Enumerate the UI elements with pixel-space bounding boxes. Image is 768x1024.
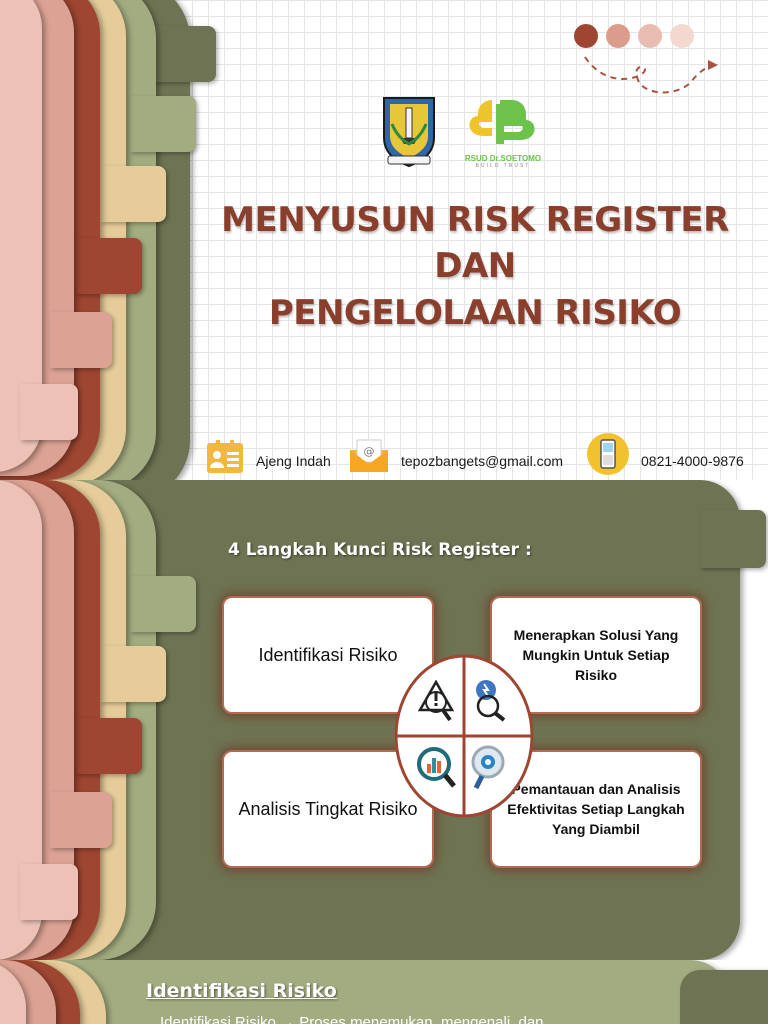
slide-title-line-3: PENGELOLAAN RISIKO <box>268 293 682 333</box>
tab-tan-2 <box>100 646 166 702</box>
slide-title-line-2: DAN <box>434 246 516 286</box>
warning-magnifier-icon <box>417 680 455 722</box>
tab-olive <box>150 26 216 82</box>
slide-title: RSUD Dr.SOETOMO BUILD TRUST MENYUSUN RIS… <box>0 0 768 480</box>
bulb-magnifier-icon <box>476 680 506 722</box>
east-java-emblem-icon <box>383 97 435 168</box>
slide-title-line-1: MENYUSUN RISK REGISTER <box>221 200 729 240</box>
sage-panel <box>0 960 730 1024</box>
contact-email[interactable]: tepozbangets@gmail.com <box>401 453 564 469</box>
card-analisis-tingkat-risiko: Analisis Tingkat Risiko <box>222 750 434 868</box>
identifikasi-heading: Identifikasi Risiko <box>146 980 337 1002</box>
steps-circle <box>394 654 534 818</box>
tab-sage <box>130 96 196 152</box>
rsud-logo-name: RSUD Dr.SOETOMO <box>464 154 542 163</box>
tab-sage-2 <box>130 576 196 632</box>
rsud-soetomo-logo-icon <box>469 100 535 144</box>
card-menerapkan-solusi: Menerapkan Solusi Yang Mungkin Untuk Set… <box>490 596 702 714</box>
tab-rust <box>76 238 142 294</box>
mobile-phone-icon <box>587 433 629 475</box>
eye-magnifier-icon <box>471 745 505 790</box>
dashed-arrow-icon <box>584 56 718 94</box>
svg-text:@: @ <box>364 445 375 458</box>
contact-name: Ajeng Indah <box>256 453 331 469</box>
card-pemantauan-analisis: Pemantauan dan Analisis Efektivitas Seti… <box>490 750 702 868</box>
slide-key-steps: 4 Langkah Kunci Risk Register : Identifi… <box>0 480 768 960</box>
key-steps-heading: 4 Langkah Kunci Risk Register : <box>228 540 532 560</box>
tab-salmon-2 <box>50 792 112 848</box>
tab-blush-2 <box>20 864 78 920</box>
contact-card-icon <box>207 440 243 473</box>
tab-salmon <box>50 312 112 368</box>
tab-rust-2 <box>76 718 142 774</box>
rsud-logo-text: RSUD Dr.SOETOMO BUILD TRUST <box>462 154 544 169</box>
identifikasi-text: Identifikasi Risiko → Proses menemukan, … <box>160 1014 544 1024</box>
chart-magnifier-icon <box>417 747 456 788</box>
contact-phone[interactable]: 0821-4000-9876 <box>641 453 744 469</box>
tab-blush <box>20 384 78 440</box>
rsud-logo-tagline: BUILD TRUST <box>475 163 531 169</box>
slide-identifikasi: Identifikasi Risiko Identifikasi Risiko … <box>0 960 768 1024</box>
olive-edge <box>680 970 768 1024</box>
email-envelope-icon: @ <box>350 439 388 472</box>
tab-olive-right <box>700 510 766 568</box>
tab-tan <box>100 166 166 222</box>
card-identifikasi-risiko: Identifikasi Risiko <box>222 596 434 714</box>
